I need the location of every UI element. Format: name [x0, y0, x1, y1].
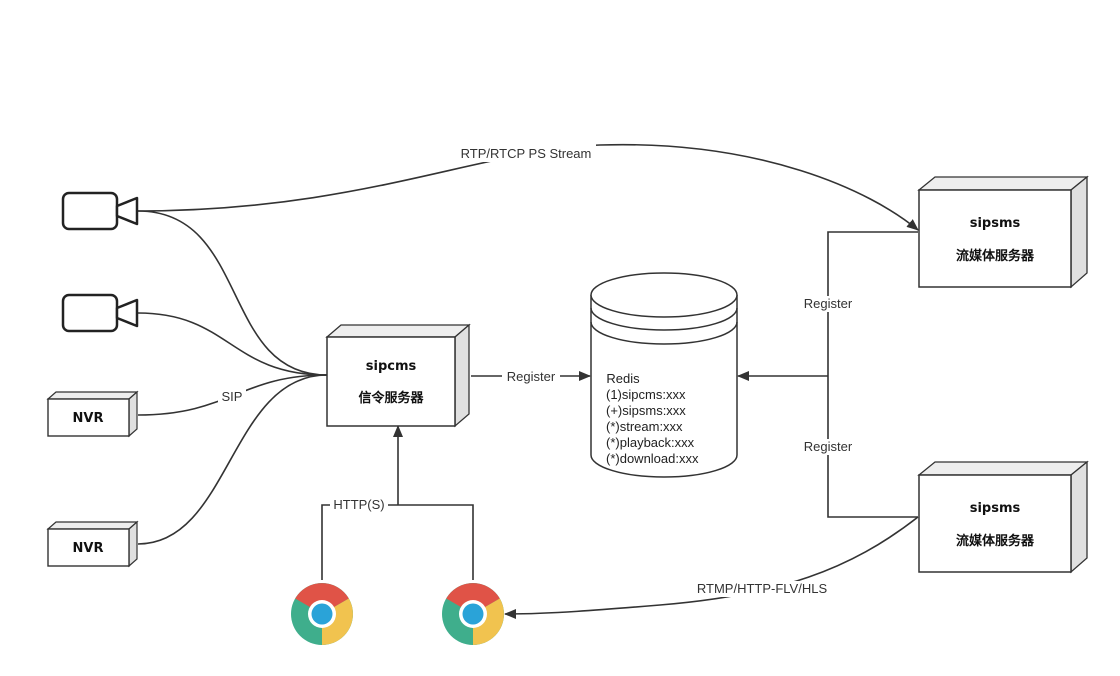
camera-icon — [61, 293, 139, 333]
redis-key: (*)download:xxx — [606, 451, 699, 466]
chrome-browser-icon — [291, 583, 353, 645]
sipcms-name: sipcms — [366, 359, 417, 374]
label-rtmp: RTMP/HTTP-FLV/HLS — [697, 581, 828, 596]
chrome-browser-icon — [442, 583, 504, 645]
label-register-top: Register — [804, 296, 853, 311]
redis-key: (*)stream:xxx — [606, 419, 683, 434]
nvr-label: NVR — [73, 411, 104, 426]
label-rtp: RTP/RTCP PS Stream — [461, 146, 592, 161]
sipsms-subtitle: 流媒体服务器 — [956, 533, 1035, 549]
edge-rtmp-stream — [504, 516, 919, 619]
label-register-bottom: Register — [804, 439, 853, 454]
sipcms-subtitle: 信令服务器 — [358, 390, 424, 406]
nvr-label: NVR — [73, 541, 104, 556]
sipcms-server: sipcms 信令服务器 — [325, 323, 471, 428]
nvr-box-2: NVR — [46, 520, 139, 568]
redis-key: (1)sipcms:xxx — [606, 387, 686, 402]
label-sip: SIP — [222, 389, 243, 404]
edge-camera1-sipcms — [137, 210, 328, 376]
camera-icon — [61, 191, 139, 231]
redis-name: Redis — [606, 371, 640, 386]
redis-key: (+)sipsms:xxx — [606, 403, 686, 418]
label-register-sipcms: Register — [507, 369, 556, 384]
edge-browsers-http — [321, 504, 474, 580]
sipsms-server-bottom: sipsms 流媒体服务器 — [917, 460, 1089, 574]
nvr-box-1: NVR — [46, 390, 139, 438]
redis-database: Redis (1)sipcms:xxx (+)sipsms:xxx (*)str… — [590, 272, 738, 478]
edge-nvr2-sipcms — [137, 374, 328, 545]
edge-sipsms-top-register — [827, 231, 918, 376]
sipsms-name: sipsms — [970, 501, 1021, 516]
sipsms-name: sipsms — [970, 216, 1021, 231]
sipsms-subtitle: 流媒体服务器 — [956, 248, 1035, 264]
redis-key: (*)playback:xxx — [606, 435, 695, 450]
edge-camera2-sipcms — [137, 312, 328, 376]
sipsms-server-top: sipsms 流媒体服务器 — [917, 175, 1089, 289]
label-http: HTTP(S) — [333, 497, 384, 512]
edge-sipsms-bottom-register — [827, 376, 918, 518]
